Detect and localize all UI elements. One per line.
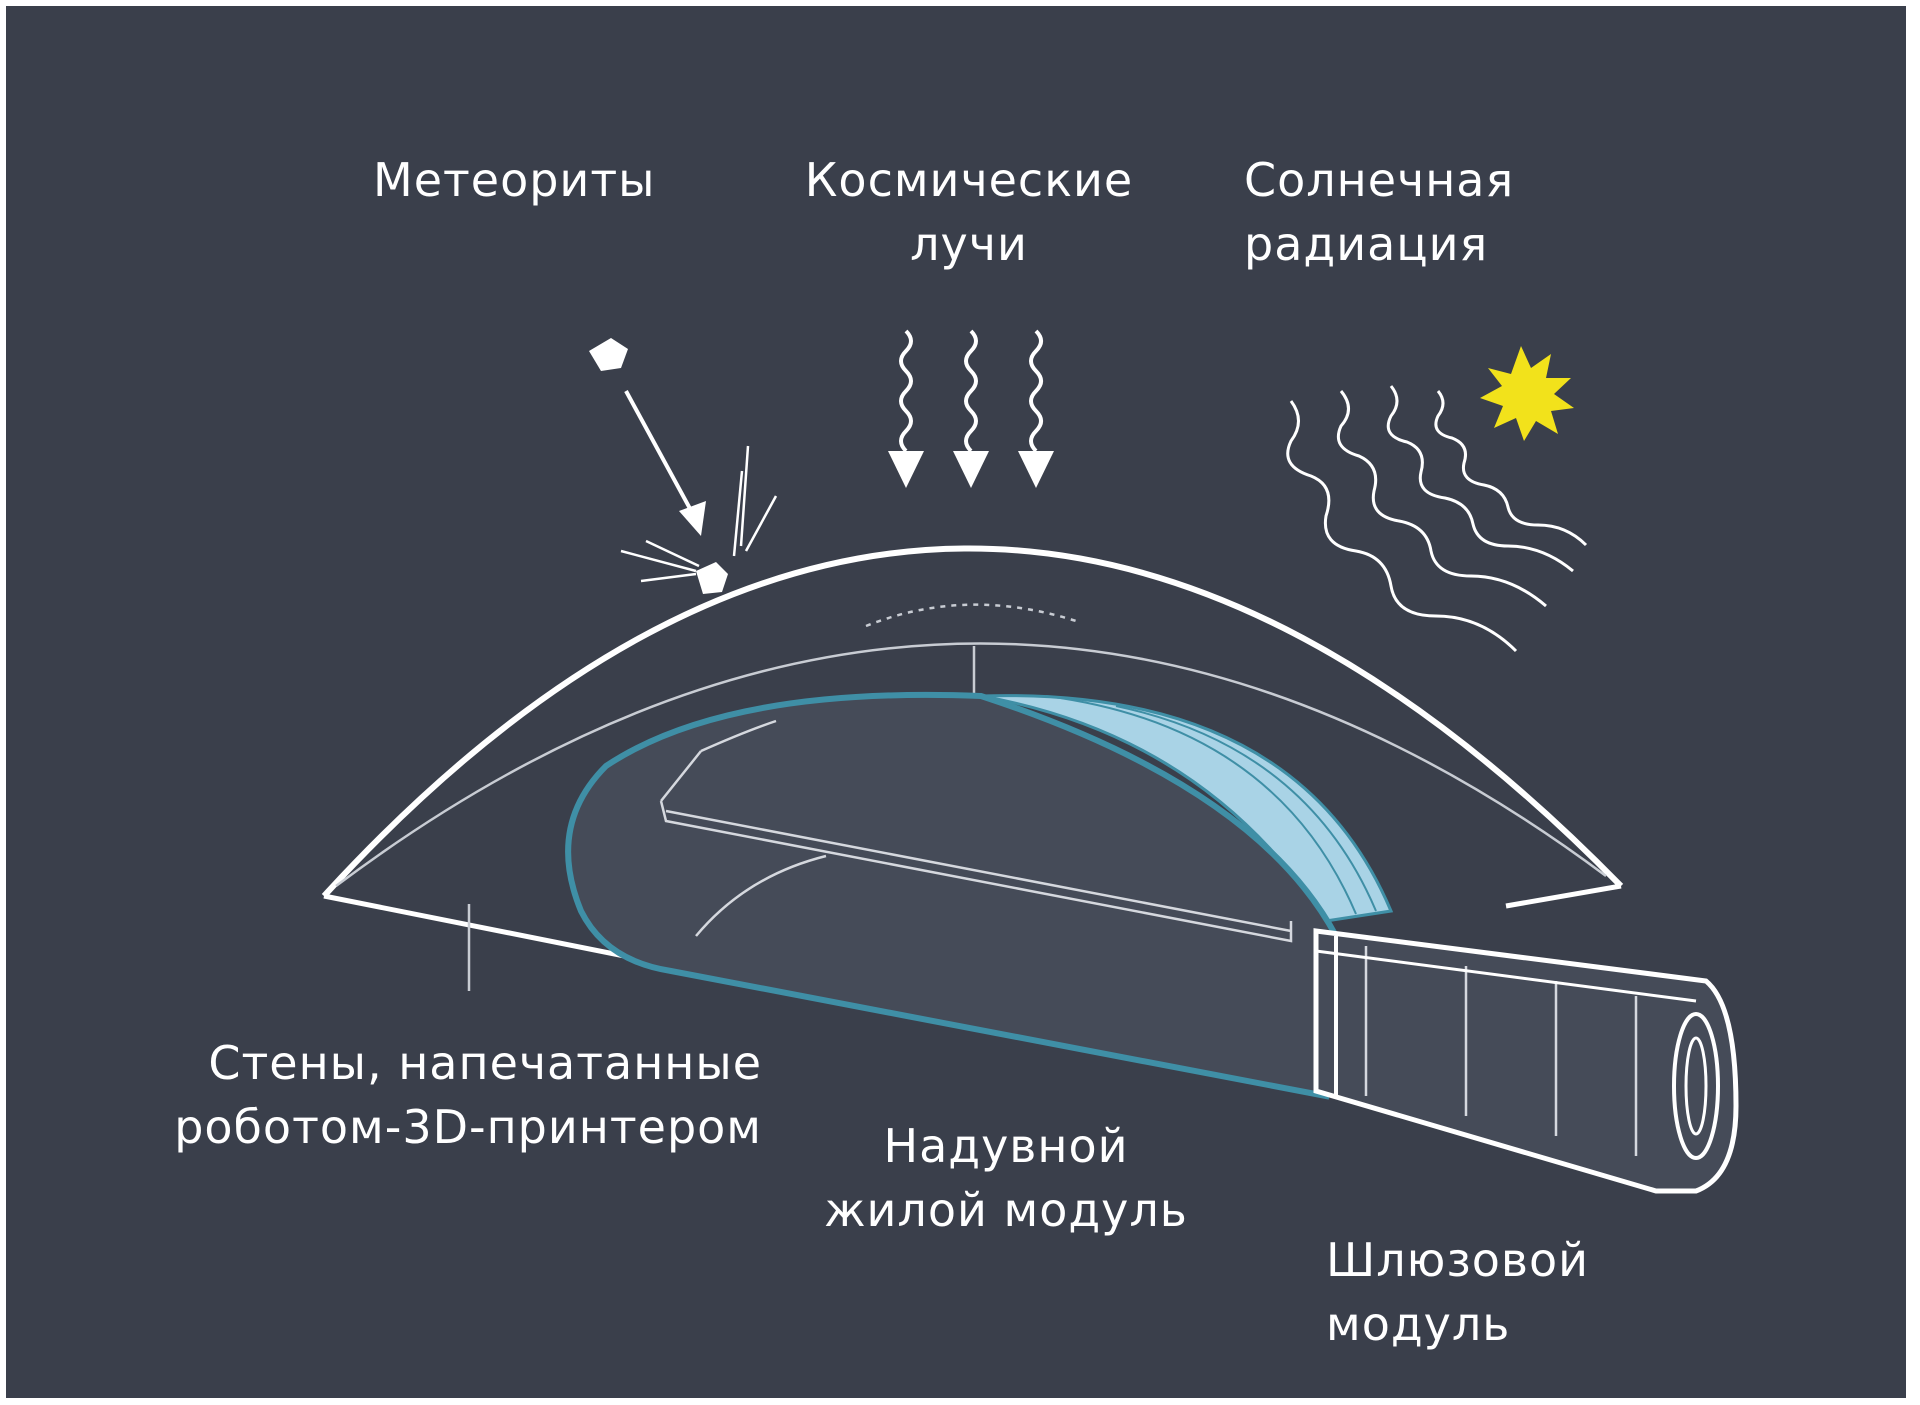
habitat-line-1: Надувной bbox=[883, 1119, 1129, 1173]
cosmic-rays-line-1: Космические bbox=[804, 153, 1134, 207]
habitat-shell bbox=[980, 694, 1394, 923]
dome-base-right bbox=[1505, 883, 1622, 909]
solar-wave bbox=[1434, 390, 1588, 547]
dome-inner-dashed bbox=[865, 603, 1077, 628]
habitat-body bbox=[565, 691, 1340, 1100]
airlock-collar bbox=[1314, 931, 1338, 1096]
solar-radiation-line-2: радиация bbox=[1244, 217, 1489, 271]
walls-line-2: роботом-3D-принтером bbox=[174, 1100, 762, 1154]
airlock-hatch-inner bbox=[1684, 1036, 1708, 1136]
cosmic-rays-label: Космические лучи bbox=[774, 148, 1164, 276]
diagram-canvas: Метеориты Космические лучи Солнечная рад… bbox=[6, 6, 1906, 1398]
airlock-label: Шлюзовой модуль bbox=[1326, 1228, 1589, 1356]
meteorites-text: Метеориты bbox=[373, 153, 656, 207]
sun-icon bbox=[1480, 346, 1574, 441]
cosmic-rays-line-2: лучи bbox=[910, 217, 1028, 271]
habitat-shell-rib bbox=[1115, 705, 1377, 912]
cosmic-ray-arrowhead bbox=[1018, 451, 1054, 488]
habitat-floor-panel bbox=[659, 750, 1293, 943]
dome-outer-shell bbox=[321, 545, 1624, 899]
meteorite-rock-icon bbox=[589, 338, 628, 371]
airlock-segment bbox=[1364, 946, 1638, 1156]
solar-waves-group bbox=[1286, 385, 1588, 653]
habitat-panel-edge bbox=[700, 719, 777, 753]
cosmic-ray-arrow-down-icon bbox=[1029, 329, 1043, 453]
impact-sparks bbox=[620, 445, 778, 583]
airlock-hatch bbox=[1672, 1012, 1720, 1160]
diagram-artwork bbox=[321, 329, 1739, 1194]
solar-radiation-line-1: Солнечная bbox=[1244, 153, 1515, 207]
airlock-body bbox=[1313, 928, 1739, 1194]
dome-inner-layer bbox=[335, 642, 1607, 888]
cosmic-ray-arrowhead bbox=[953, 451, 989, 488]
airlock-line-2: модуль bbox=[1326, 1297, 1511, 1351]
solar-wave bbox=[1386, 385, 1574, 573]
cosmic-ray-arrow-down-icon bbox=[964, 329, 978, 453]
solar-radiation-label: Солнечная радиация bbox=[1244, 148, 1514, 276]
impact-rock-icon bbox=[696, 562, 728, 594]
walls-label: Стены, напечатанные роботом-3D-принтером bbox=[96, 1031, 762, 1159]
habitat-shell-rib bbox=[1045, 695, 1357, 915]
cosmic-rays-group bbox=[888, 329, 1054, 488]
meteorite-trajectory bbox=[624, 390, 696, 517]
meteorite-arrowhead bbox=[679, 501, 706, 536]
walls-line-1: Стены, напечатанные bbox=[208, 1036, 762, 1090]
habitat-curve-accent bbox=[695, 854, 827, 937]
solar-wave bbox=[1286, 400, 1518, 653]
habitat-line-2: жилой модуль bbox=[824, 1183, 1188, 1237]
airlock-edge bbox=[1315, 949, 1697, 1003]
cosmic-ray-arrow-down-icon bbox=[899, 329, 913, 453]
airlock-line-1: Шлюзовой bbox=[1326, 1233, 1590, 1287]
cosmic-ray-arrowhead bbox=[888, 451, 924, 488]
habitat-label: Надувной жилой модуль bbox=[796, 1114, 1216, 1242]
meteorites-label: Метеориты bbox=[373, 148, 655, 212]
solar-wave bbox=[1336, 390, 1547, 608]
